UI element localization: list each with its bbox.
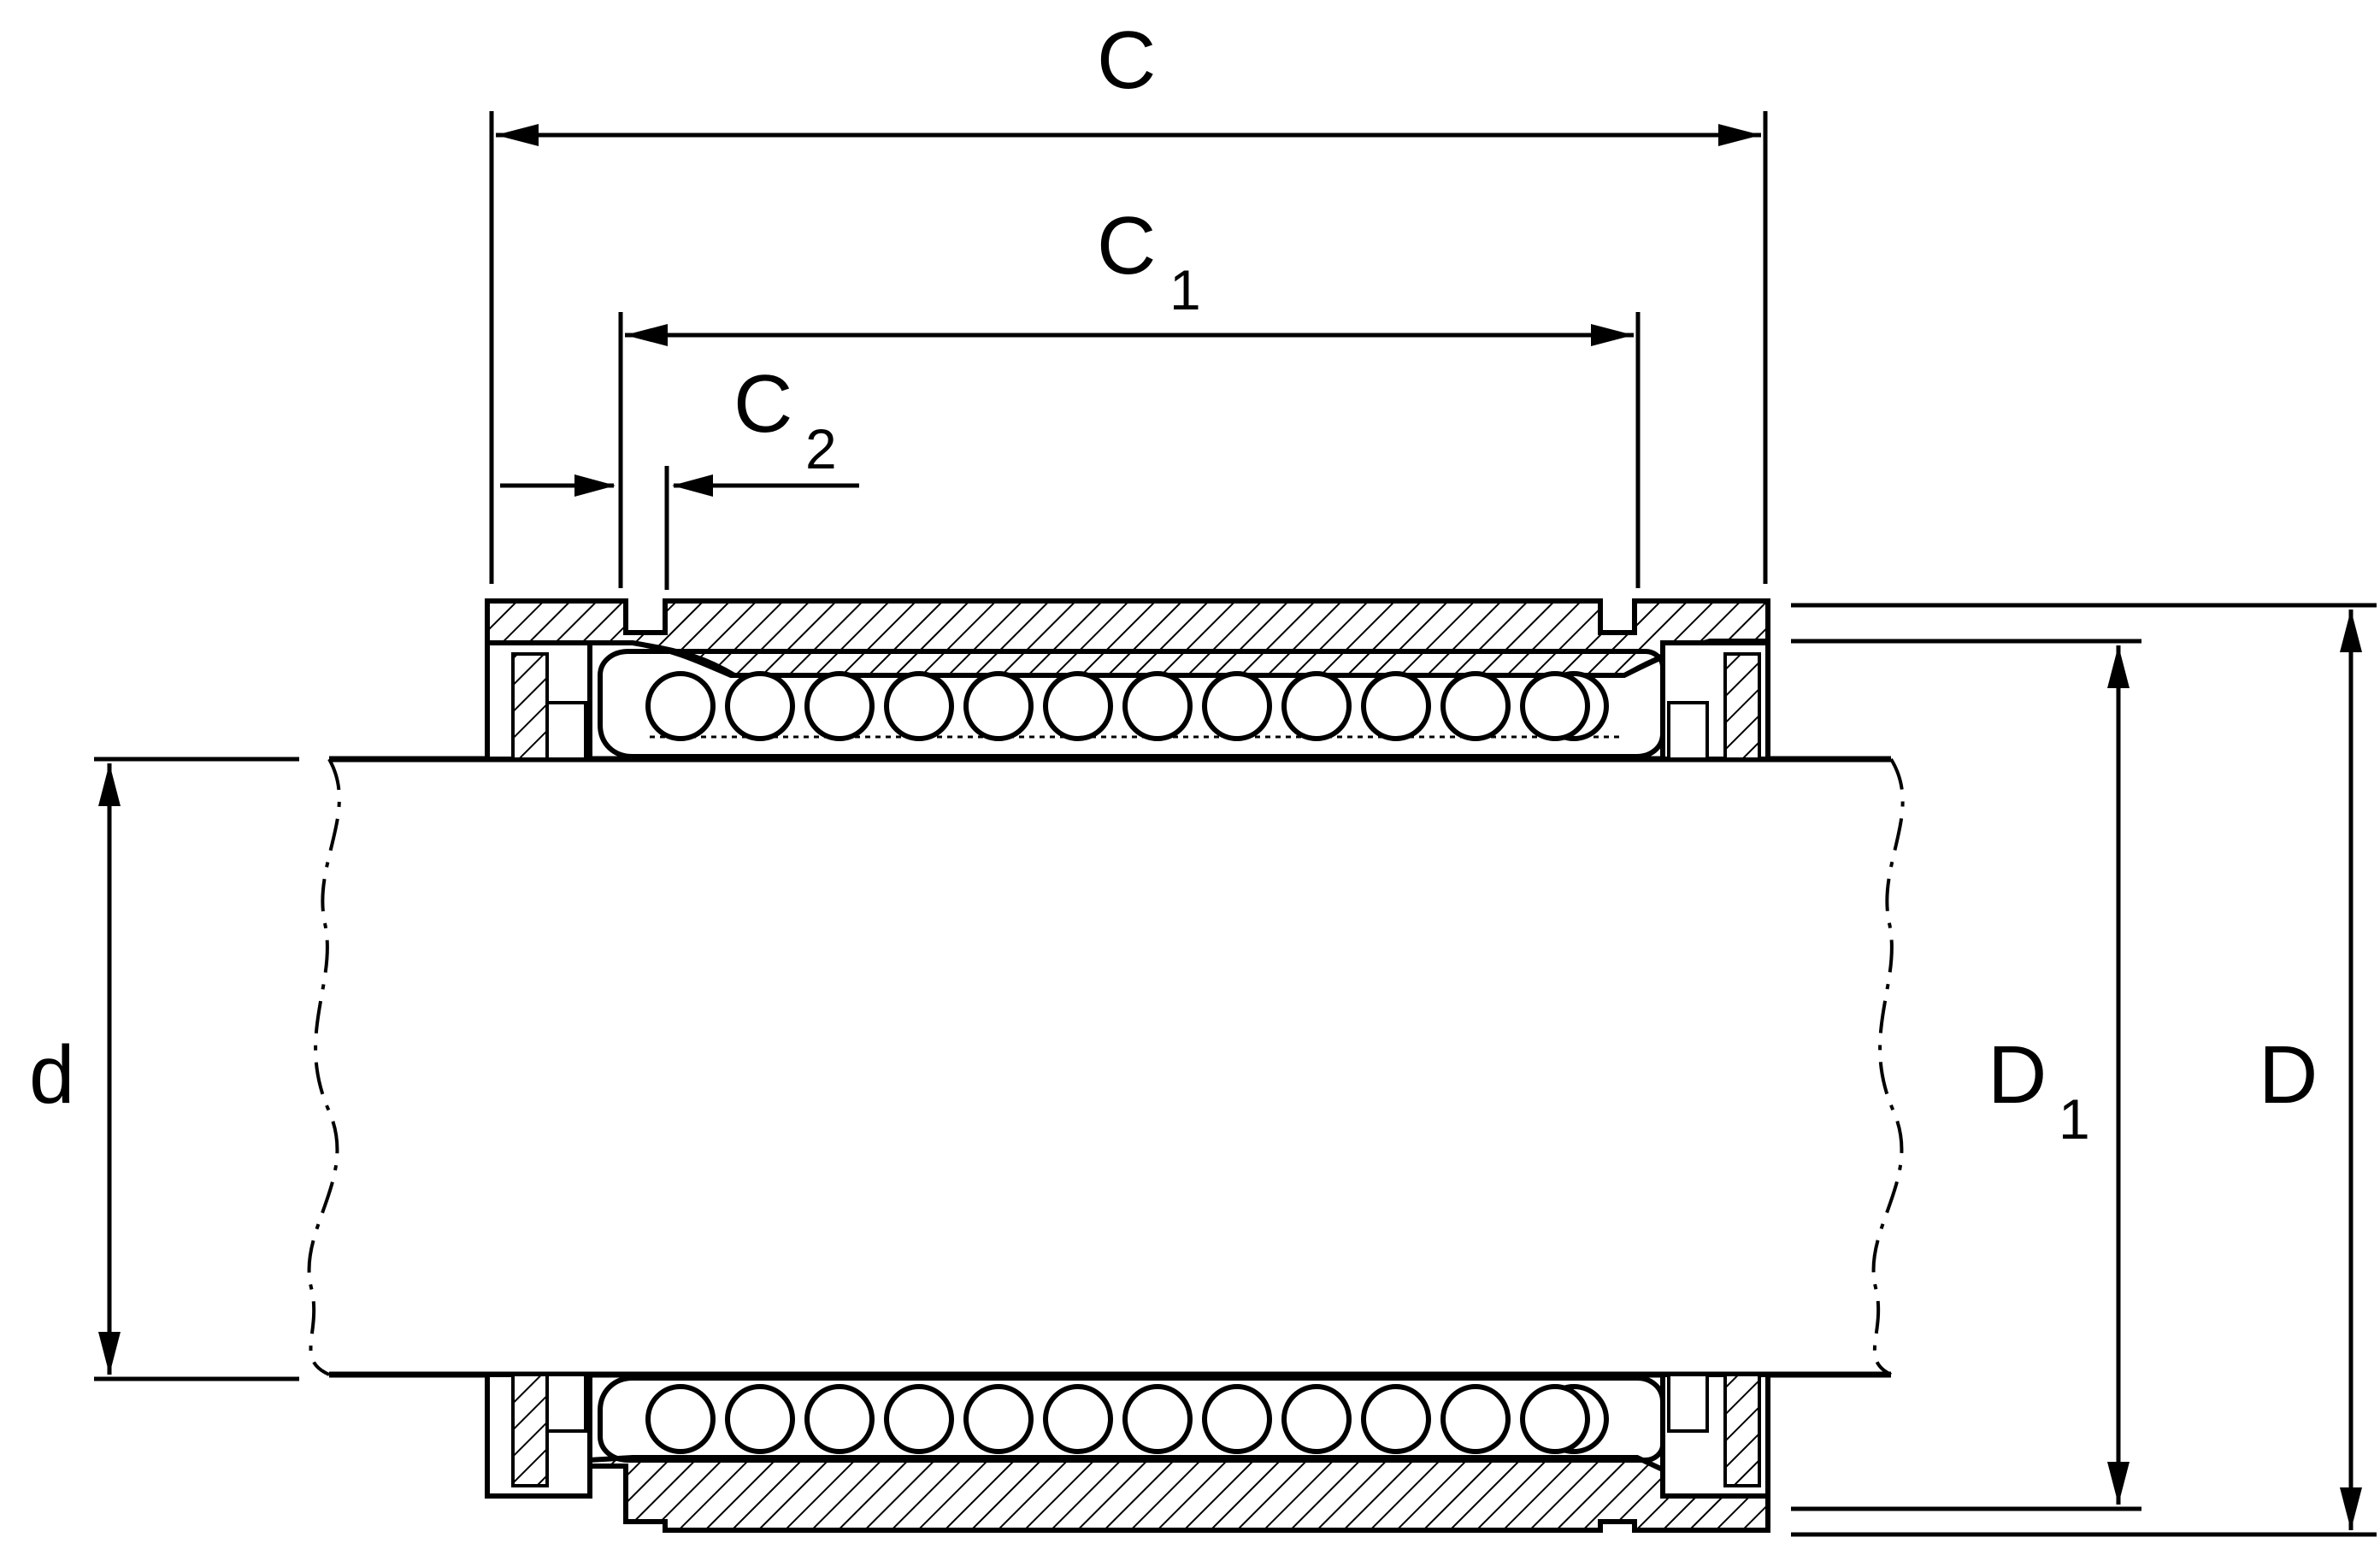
label-c2-subscript: 2 (805, 417, 837, 480)
ball-bottom (884, 1384, 954, 1454)
label-c: C (1097, 15, 1156, 106)
ball-top (963, 671, 1034, 741)
ball-top (725, 671, 795, 741)
arrowhead-c1-left (625, 324, 668, 346)
arrowhead-D-top (2340, 610, 2362, 652)
label-d: d (29, 1029, 74, 1121)
balls-bottom-row (645, 1384, 1609, 1454)
ball-bottom (963, 1384, 1034, 1454)
arrowhead-c1-right (1591, 324, 1634, 346)
label-d1: D (1988, 1029, 2047, 1121)
arrowhead-c2-right (672, 474, 713, 497)
dimension-D (1791, 603, 2377, 1537)
ball-top (1361, 671, 1431, 741)
ball-bottom (1202, 1384, 1272, 1454)
arrowhead-D-bottom (2340, 1487, 2362, 1530)
seal-left-bottom (511, 1373, 549, 1487)
ball-bottom (1520, 1384, 1590, 1454)
ball-bottom (1043, 1384, 1113, 1454)
arrowhead-c-right (1718, 124, 1761, 146)
label-c1-subscript: 1 (1169, 258, 1201, 321)
outer-sleeve-bottom (486, 1455, 1770, 1533)
seal-lip-left-bottom (545, 1373, 587, 1433)
outer-sleeve-top (485, 598, 1770, 678)
ball-cage-top (598, 649, 1665, 759)
shaft-left-break-line (307, 758, 341, 1376)
bearing-bottom-section (485, 1372, 1770, 1533)
seal-lip-right-top (1667, 701, 1709, 761)
balls-top-row (645, 671, 1609, 741)
arrowhead-d1-top (2107, 645, 2130, 688)
arrowhead-c-left (496, 124, 539, 146)
ball-top (804, 671, 875, 741)
label-c2: C (733, 358, 792, 450)
ball-bottom (1361, 1384, 1431, 1454)
dimension-d1 (1791, 639, 2141, 1511)
dimension-c1 (618, 312, 1641, 588)
arrowhead-c2-left (574, 474, 616, 497)
label-c1: C (1097, 200, 1156, 292)
label-D: D (2259, 1029, 2318, 1121)
ball-top (1440, 671, 1511, 741)
ball-top (1202, 671, 1272, 741)
ball-cage-bottom (598, 1375, 1665, 1463)
ball-bottom (725, 1384, 795, 1454)
dimension-d (94, 757, 299, 1381)
seal-lip-right-bottom (1667, 1373, 1709, 1433)
ball-bottom (804, 1384, 875, 1454)
seal-right-bottom (1723, 1373, 1761, 1487)
arrowhead-d-bottom (98, 1332, 121, 1375)
arrowhead-d-top (98, 763, 121, 806)
shaft-right-break-line (1871, 757, 1905, 1376)
dimension-c2 (500, 466, 859, 590)
ball-top (1520, 671, 1590, 741)
seal-lip-left-top (545, 701, 587, 761)
ball-bottom (1122, 1384, 1193, 1454)
ball-top (884, 671, 954, 741)
ball-top (1281, 671, 1352, 741)
shaft (307, 756, 1905, 1378)
bearing-top-section (485, 598, 1770, 762)
ball-bottom (1440, 1384, 1511, 1454)
ball-top (645, 671, 716, 741)
seal-right-top (1723, 652, 1761, 761)
seal-left-top (511, 652, 549, 761)
arrowhead-d1-bottom (2107, 1462, 2130, 1505)
label-d1-subscript: 1 (2059, 1087, 2090, 1151)
ball-bottom (1281, 1384, 1352, 1454)
ball-bottom (645, 1384, 716, 1454)
ball-top (1043, 671, 1113, 741)
ball-top (1122, 671, 1193, 741)
dimension-c (489, 111, 1768, 584)
